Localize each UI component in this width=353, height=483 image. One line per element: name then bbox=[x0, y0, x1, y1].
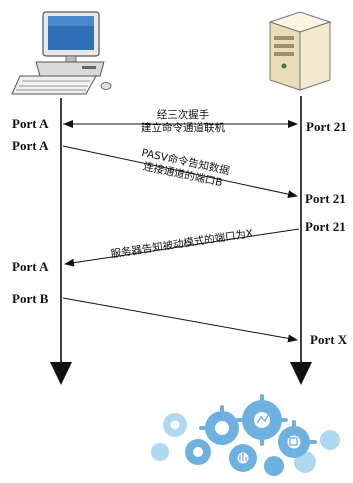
row2-right-port: Port 21 bbox=[305, 191, 346, 206]
client-lifeline-arrow bbox=[50, 362, 72, 385]
row2-left-port: Port A bbox=[12, 138, 49, 153]
reply-port-arrow bbox=[64, 228, 300, 267]
handshake-message-line1: 经三次握手 bbox=[156, 109, 210, 121]
handshake-arrow-left-head bbox=[63, 120, 73, 128]
row3-right-port: Port 21 bbox=[305, 219, 346, 234]
server-icon bbox=[268, 11, 332, 91]
computer-icon bbox=[11, 11, 112, 95]
pasv-arrow bbox=[62, 145, 298, 199]
server-lifeline-arrow bbox=[290, 362, 312, 385]
row4-right-port: Port X bbox=[310, 332, 348, 347]
handshake-message: 经三次握手 建立命令通道联机 bbox=[128, 109, 238, 135]
row1-left-port: Port A bbox=[12, 116, 49, 131]
handshake-message-line2: 建立命令通道联机 bbox=[141, 122, 225, 135]
row4-left-port: Port B bbox=[12, 291, 49, 306]
gear-cluster-icon bbox=[151, 394, 340, 476]
data-connection-arrow bbox=[62, 297, 298, 343]
row1-right-port: Port 21 bbox=[306, 119, 347, 134]
row3-left-port: Port A bbox=[12, 259, 49, 274]
